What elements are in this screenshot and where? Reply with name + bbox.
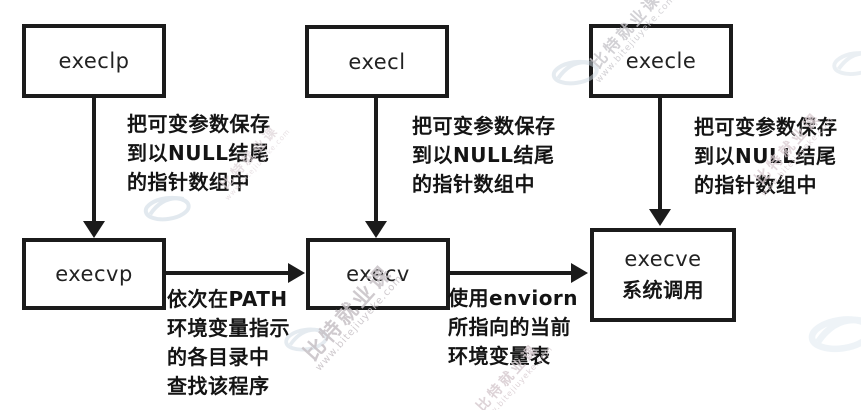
arrow-execvp-to-execv-head-icon bbox=[288, 263, 305, 283]
arrow-execvp-to-execv-line bbox=[166, 271, 288, 275]
node-execle: execle bbox=[589, 24, 733, 98]
note-line: 的指针数组中 bbox=[694, 173, 817, 197]
node-execv: execv bbox=[306, 238, 450, 310]
note-line: 把可变参数保存 bbox=[127, 112, 271, 136]
node-execve-label: execve bbox=[624, 247, 702, 271]
note-line: 到以NULL结尾 bbox=[127, 141, 270, 165]
arrow-execl-to-execv-head-icon bbox=[365, 221, 387, 238]
note-line: 的各目录中 bbox=[167, 345, 270, 369]
note-line: 所指向的当前 bbox=[448, 315, 571, 339]
note-path-search: 依次在PATH 环境变量指示 的各目录中 查找该程序 bbox=[167, 285, 290, 401]
arrow-execv-to-execve-head-icon bbox=[571, 263, 588, 283]
watermark-logo-icon bbox=[832, 51, 861, 76]
note-line: 把可变参数保存 bbox=[694, 115, 838, 139]
arrow-execl-to-execv-line bbox=[374, 97, 378, 221]
note-line: 的指针数组中 bbox=[412, 172, 535, 196]
arrow-execv-to-execve-line bbox=[450, 271, 571, 275]
node-execv-label: execv bbox=[346, 262, 410, 286]
arrow-execle-to-execve-line bbox=[658, 97, 662, 209]
node-execvp: execvp bbox=[22, 238, 166, 310]
arrow-execlp-to-execvp-line bbox=[92, 97, 96, 221]
node-execl-label: execl bbox=[348, 49, 406, 74]
note-save-args-execl: 把可变参数保存 到以NULL结尾 的指针数组中 bbox=[412, 112, 556, 199]
node-execl: execl bbox=[305, 25, 449, 98]
node-execve-sublabel: 系统调用 bbox=[622, 278, 704, 302]
node-execvp-label: execvp bbox=[55, 262, 133, 286]
arrow-execlp-to-execvp-head-icon bbox=[83, 221, 105, 238]
node-execlp: execlp bbox=[22, 24, 166, 98]
node-execlp-label: execlp bbox=[58, 49, 130, 73]
note-line: 环境变量指示 bbox=[167, 316, 290, 340]
note-line: 环境变量表 bbox=[448, 344, 551, 368]
node-execve: execve 系统调用 bbox=[590, 228, 736, 322]
watermark-logo-icon bbox=[808, 316, 861, 353]
note-line: 查找该程序 bbox=[167, 374, 270, 398]
note-line: 把可变参数保存 bbox=[412, 114, 556, 138]
note-line: 的指针数组中 bbox=[127, 170, 250, 194]
note-line: 使用enviorn bbox=[448, 286, 579, 310]
note-line: 依次在PATH bbox=[167, 287, 288, 311]
note-save-args-execle: 把可变参数保存 到以NULL结尾 的指针数组中 bbox=[694, 113, 838, 200]
note-environ: 使用enviorn 所指向的当前 环境变量表 bbox=[448, 284, 578, 371]
note-line: 到以NULL结尾 bbox=[694, 144, 837, 168]
node-execle-label: execle bbox=[625, 49, 697, 73]
note-line: 到以NULL结尾 bbox=[412, 143, 555, 167]
note-save-args-execlp: 把可变参数保存 到以NULL结尾 的指针数组中 bbox=[127, 110, 271, 197]
arrow-execle-to-execve-head-icon bbox=[649, 209, 671, 226]
